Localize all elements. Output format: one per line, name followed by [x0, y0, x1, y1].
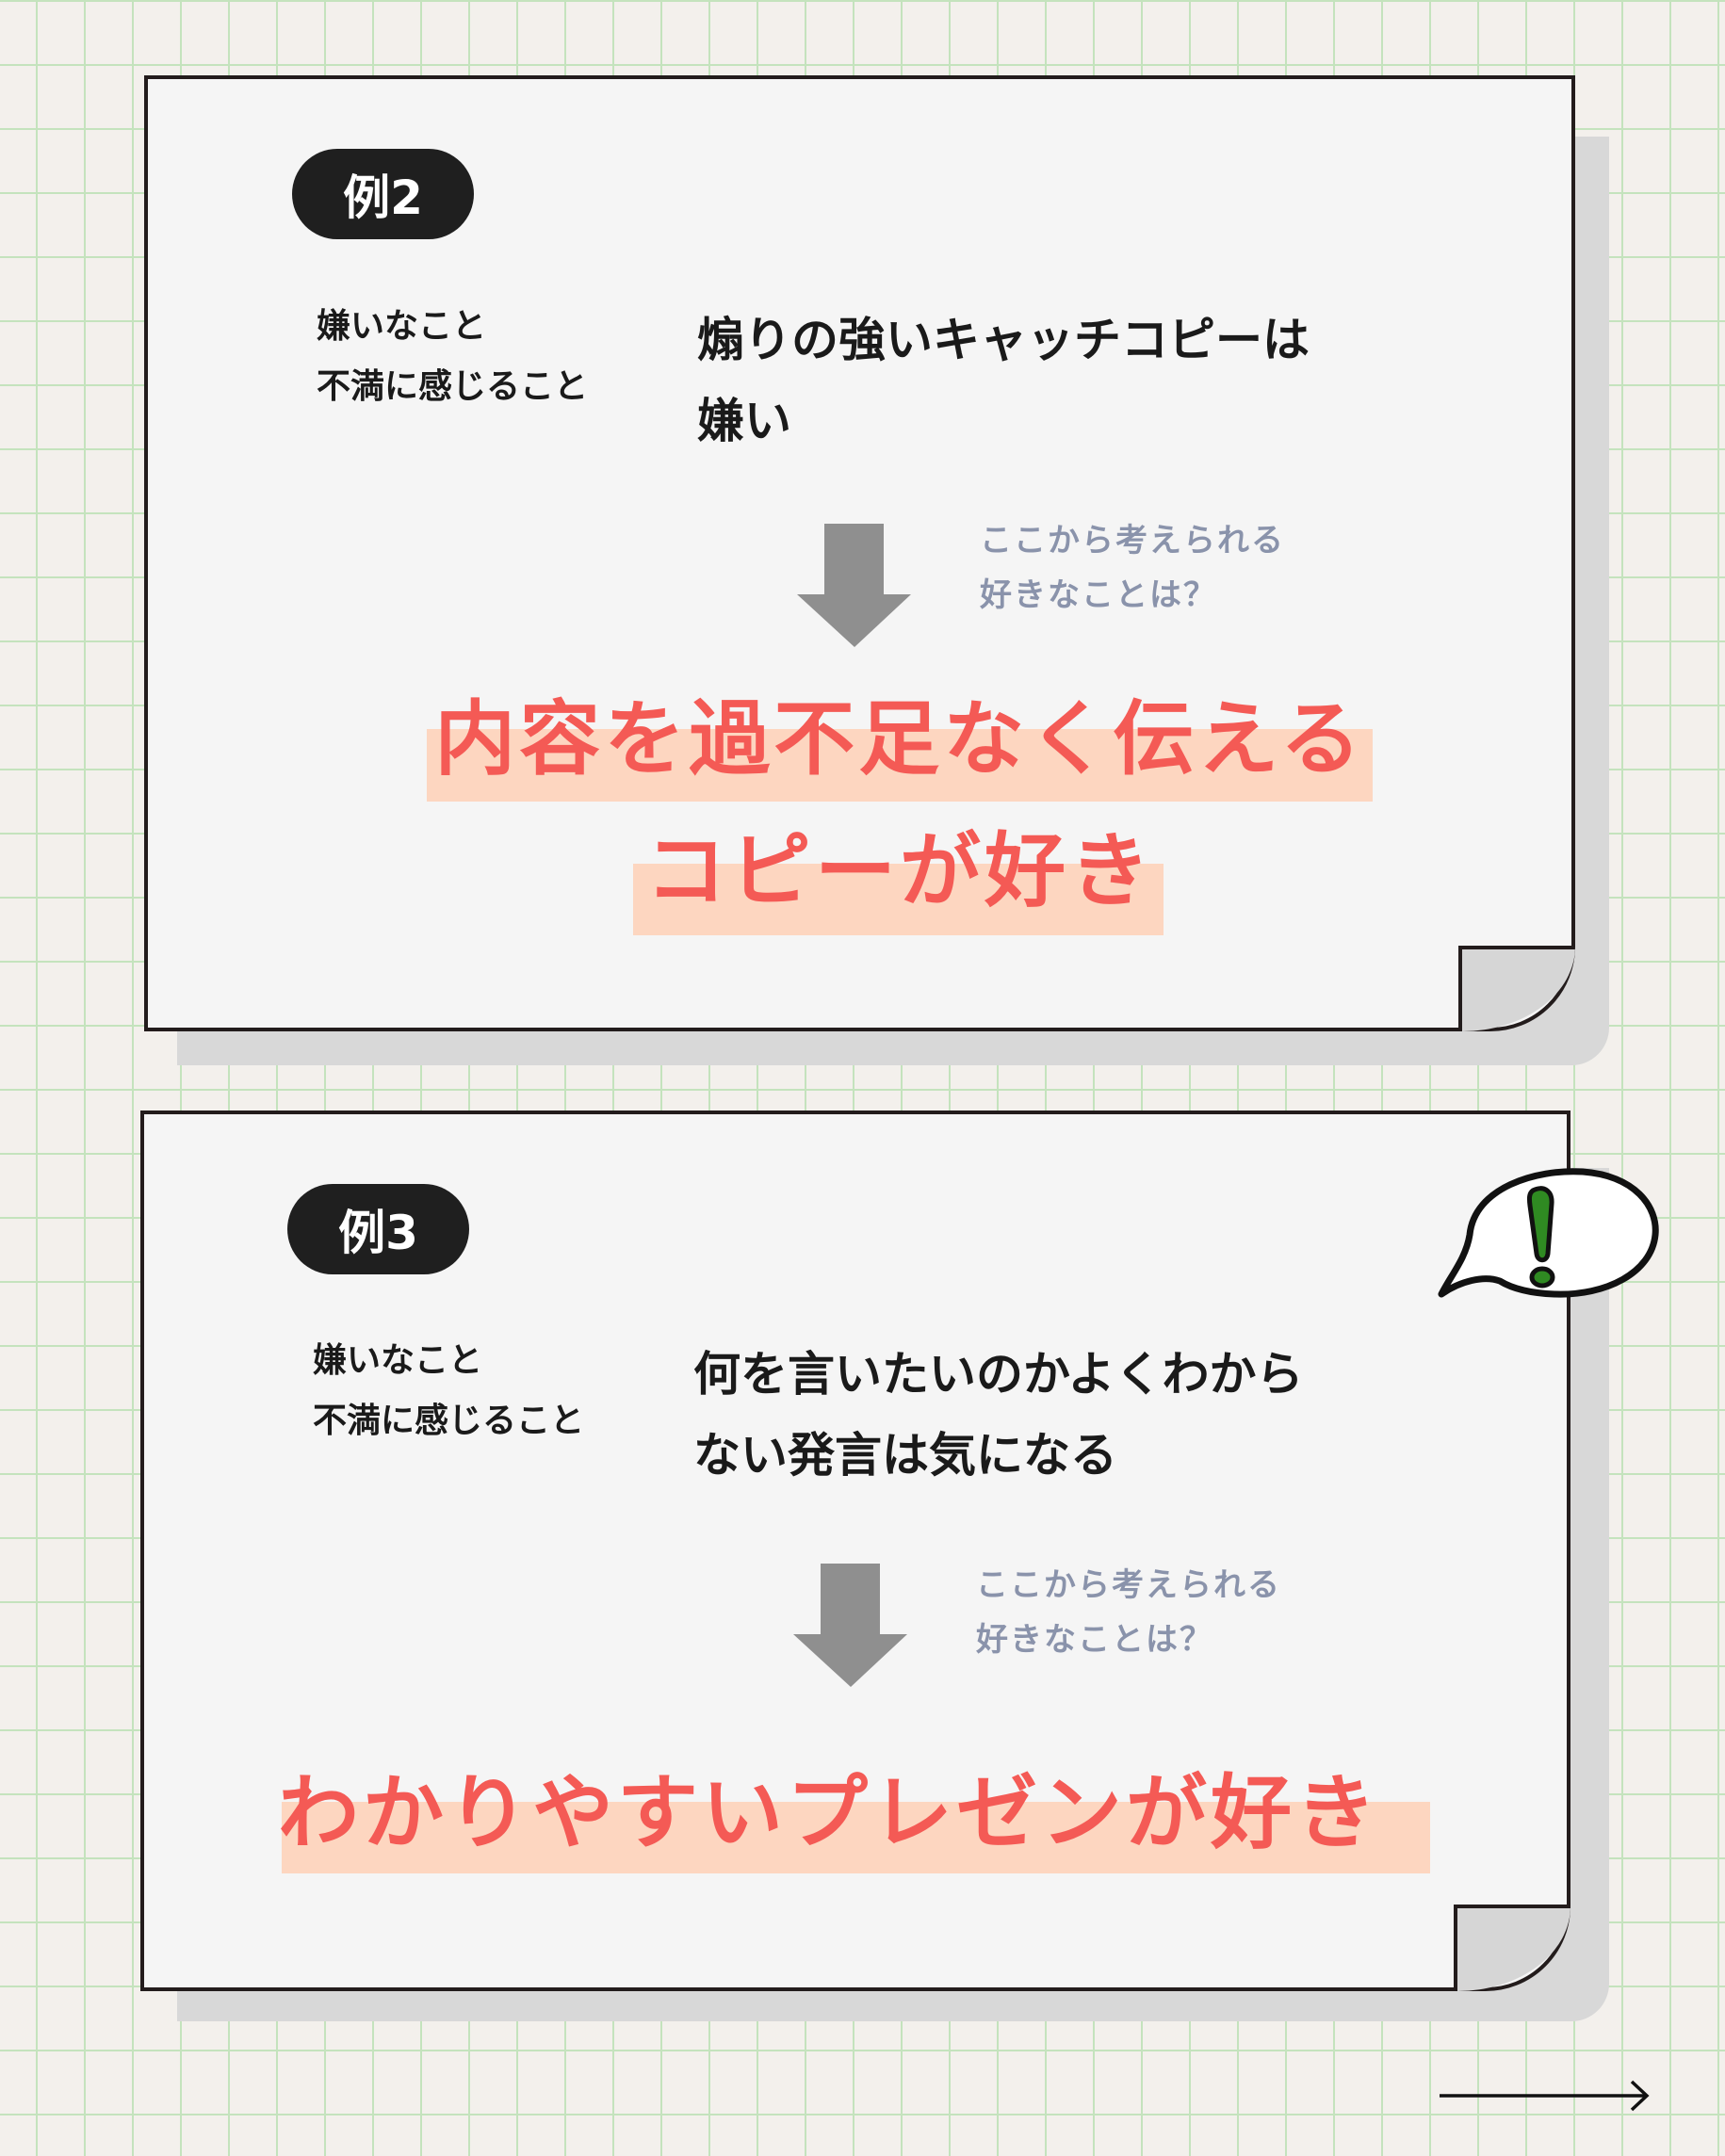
- hint-line: ここから考えられる: [976, 1566, 1281, 1604]
- dislike-label: 嫌いなこと 不満に感じること: [313, 1331, 584, 1451]
- statement-line: ない発言は気になる: [693, 1428, 1117, 1483]
- right-arrow-icon[interactable]: [1438, 2076, 1654, 2115]
- hint-line: 好きなことは？: [980, 576, 1217, 614]
- hint-text: ここから考えられる 好きなことは？: [980, 513, 1285, 623]
- label-line: 嫌いなこと: [313, 1341, 483, 1380]
- dislike-label: 嫌いなこと 不満に感じること: [317, 297, 588, 417]
- hint-text: ここから考えられる 好きなことは？: [976, 1558, 1281, 1667]
- statement-line: 嫌い: [697, 394, 791, 448]
- hint-line: ここから考えられる: [980, 522, 1285, 559]
- label-line: 不満に感じること: [317, 367, 589, 406]
- label-line: 嫌いなこと: [317, 307, 487, 346]
- highlight-bar: [427, 729, 1373, 802]
- statement-line: 何を言いたいのかよくわから: [693, 1347, 1304, 1402]
- example-badge: 例3: [287, 1184, 469, 1274]
- dislike-statement: 煽りの強いキャッチコピーは 嫌い: [697, 300, 1310, 462]
- dislike-statement: 何を言いたいのかよくわから ない発言は気になる: [693, 1334, 1304, 1496]
- label-line: 不満に感じること: [313, 1402, 585, 1440]
- down-arrow-icon: [793, 1564, 907, 1687]
- answer-line: わかりやすいプレゼンが好き: [278, 1766, 1380, 1860]
- answer-line: 内容を過不足なく伝える: [434, 692, 1365, 786]
- example-badge: 例2: [292, 149, 474, 239]
- answer-line: コピーが好き: [645, 824, 1154, 918]
- highlight-bar: [282, 1802, 1430, 1873]
- statement-line: 煽りの強いキャッチコピーは: [697, 313, 1310, 367]
- down-arrow-icon: [797, 524, 911, 647]
- highlight-bar: [633, 864, 1164, 935]
- exclamation-speech-bubble-icon: [1438, 1168, 1659, 1298]
- hint-line: 好きなことは？: [976, 1621, 1213, 1659]
